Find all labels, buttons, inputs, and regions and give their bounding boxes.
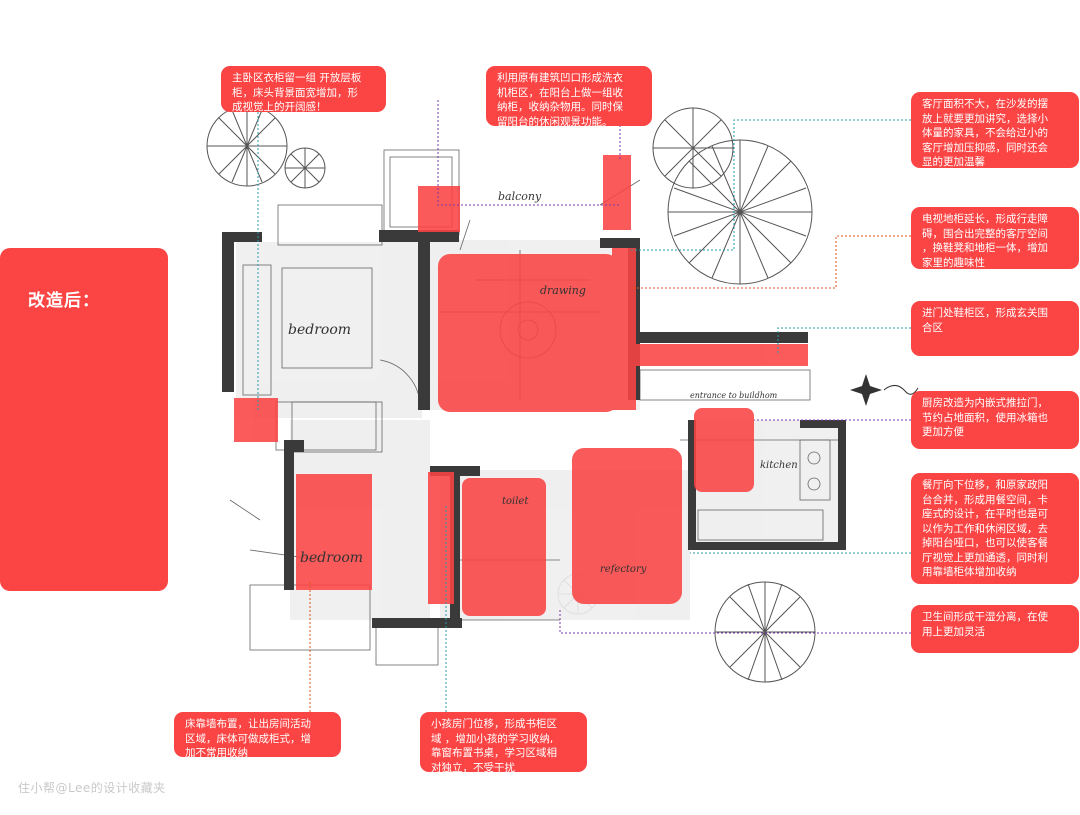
note-balcony: 利用原有建筑凹口形成洗衣 机柜区，在阳台上做一组收 纳柜，收纳杂物用。同时保 留… <box>486 66 652 128</box>
note-master-bedroom: 主卧区衣柜留一组 开放层板 柜，床头背景面宽增加，形 成视觉上的开阔感！ <box>221 66 386 113</box>
label-toilet: toilet <box>502 496 529 507</box>
note-bathroom: 卫生间形成干湿分离，在使 用上更加灵活 <box>911 605 1079 653</box>
sparkle-icon <box>850 374 919 406</box>
label-refectory: refectory <box>600 564 647 575</box>
label-kitchen: kitchen <box>760 460 798 471</box>
watermark: 住小帮@Lee的设计收藏夹 <box>18 781 166 795</box>
after-renovation-panel: 改造后： <box>0 248 168 591</box>
label-bedroom-bottom: bedroom <box>300 550 363 566</box>
note-living-room: 客厅面积不大，在沙发的摆 放上就要更加讲究，选择小 体量的家具，不会给过小的 客… <box>911 92 1079 168</box>
label-drawing: drawing <box>540 284 586 297</box>
tree-icon <box>652 107 813 285</box>
tree-icon <box>206 105 326 189</box>
note-entry: 进门处鞋柜区，形成玄关围 合区 <box>911 301 1079 356</box>
label-balcony: balcony <box>498 190 542 203</box>
note-dining: 餐厅向下位移，和原家政阳 台合并，形成用餐空间，卡 座式的设计，在平时也是可 以… <box>911 473 1079 584</box>
panel-title: 改造后： <box>28 291 100 311</box>
label-entrance: entrance to buildhom <box>690 391 778 400</box>
label-bedroom-top: bedroom <box>288 322 351 338</box>
note-tv-cabinet: 电视地柜延长，形成行走障 碍，围合出完整的客厅空间 ，换鞋凳和地柜一体，增加 家… <box>911 207 1079 269</box>
note-kids-room: 小孩房门位移，形成书柜区 域 ，增加小孩的学习收纳, 靠窗布置书桌，学习区域相 … <box>420 712 587 774</box>
note-kitchen: 厨房改造为内嵌式推拉门， 节约占地面积，使用冰箱也 更加方便 <box>911 391 1079 449</box>
note-bed: 床靠墙布置，让出房间活动 区域，床体可做成柜式，增 加不常用收纳 <box>174 712 341 759</box>
